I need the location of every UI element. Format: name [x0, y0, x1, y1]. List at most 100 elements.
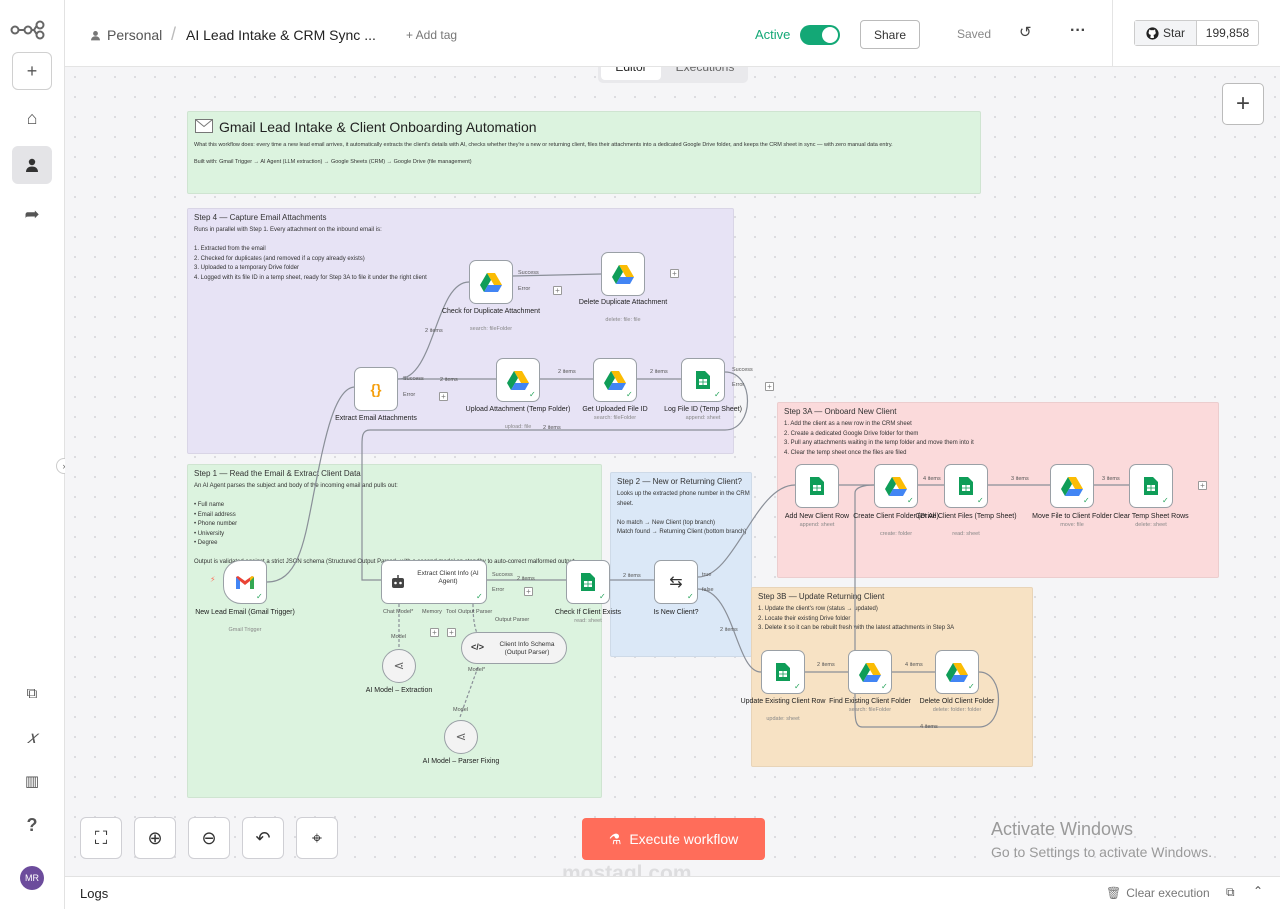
add-memory-plus[interactable]: + [430, 628, 439, 637]
edge-label-items: 2 items [558, 369, 576, 375]
edge-parser-model [459, 666, 479, 718]
edge-label-error: Error [518, 286, 531, 292]
home-icon[interactable]: ⌂ [26, 107, 38, 128]
clear-execution-button[interactable]: 🗑 Clear execution [1106, 886, 1210, 900]
node-move-file-sub: move: file [1060, 522, 1084, 528]
activate-windows-title: Activate Windows [991, 819, 1134, 839]
node-check-client-exists[interactable]: ✓ [566, 560, 610, 604]
node-get-all-client-files-label: Get All Client Files (Temp Sheet) [915, 513, 1017, 520]
node-move-file[interactable]: ✓ [1050, 464, 1094, 508]
zoom-in-icon[interactable]: ⊕ [134, 817, 176, 859]
node-upload-attachment[interactable]: ✓ [496, 358, 540, 402]
google-drive-icon [885, 477, 907, 496]
node-update-client-row-label: Update Existing Client Row [740, 698, 826, 705]
node-is-new-client[interactable]: ⇆ ✓ [654, 560, 698, 604]
share-arrow-icon[interactable]: ➦ [24, 203, 40, 224]
collapse-chevron-icon[interactable]: ⌃ [1253, 884, 1264, 898]
edge-label-false: false [702, 587, 714, 593]
help-icon[interactable]: ? [26, 814, 38, 835]
node-ai-agent[interactable]: Extract Client Info (AI Agent) ✓ [381, 560, 487, 604]
google-drive-icon [507, 371, 529, 390]
trigger-bolt-icon: ⚡ [210, 575, 216, 584]
add-connection-plus[interactable]: + [439, 392, 448, 401]
zoom-out-icon[interactable]: ⊖ [188, 817, 230, 859]
node-extract-attachments[interactable]: {} [354, 367, 398, 411]
edge-gmail-agent [266, 386, 356, 583]
node-ai-agent-label: Extract Client Info (AI Agent) [417, 570, 479, 585]
add-connection-plus[interactable]: + [553, 286, 562, 295]
node-delete-duplicate[interactable] [601, 252, 645, 296]
workspace-name[interactable]: Personal [107, 27, 163, 43]
node-clear-temp-sheet[interactable]: ✓ [1129, 464, 1173, 508]
node-model-extraction[interactable]: ⋖ [382, 649, 416, 683]
node-delete-duplicate-label: Delete Duplicate Attachment [578, 299, 668, 306]
envelope-icon [195, 119, 213, 133]
google-sheets-icon [776, 663, 790, 681]
node-move-file-label: Move File to Client Folder [1032, 513, 1112, 520]
insights-icon[interactable]: ▥ [24, 773, 40, 790]
more-options-icon[interactable]: ··· [1070, 22, 1086, 39]
node-add-client-row[interactable] [795, 464, 839, 508]
port-tool: Tool [446, 609, 457, 615]
add-connection-plus[interactable]: + [1198, 481, 1207, 490]
logs-bar[interactable]: Logs 🗑 Clear execution ⧉ ⌃ [65, 876, 1280, 909]
tab-executions[interactable]: Executions [666, 67, 744, 80]
edge-label-model: Model [453, 707, 468, 713]
add-tag-link[interactable]: + Add tag [406, 28, 458, 42]
sticky-step4[interactable]: Step 4 — Capture Email Attachments Runs … [187, 208, 734, 454]
n8n-logo[interactable] [10, 20, 52, 40]
clear-execution-label: Clear execution [1126, 886, 1210, 900]
workflow-canvas[interactable]: Editor Executions + Gmail Lead Intake & … [65, 67, 1280, 876]
fit-view-icon[interactable]: ⛶ [80, 817, 122, 859]
node-delete-client-folder[interactable]: ✓ [935, 650, 979, 694]
node-update-client-row[interactable]: ✓ [761, 650, 805, 694]
github-star-button[interactable]: Star 199,858 [1134, 20, 1259, 46]
templates-icon[interactable]: ⧉ [26, 684, 38, 702]
sticky-intro[interactable]: Gmail Lead Intake & Client Onboarding Au… [187, 111, 981, 194]
avatar[interactable]: MR [20, 866, 44, 890]
share-button[interactable]: Share [860, 20, 920, 49]
node-gmail-trigger[interactable]: ✓ [223, 560, 267, 604]
sticky-step1[interactable]: Step 1 — Read the Email & Extract Client… [187, 464, 602, 798]
add-connection-plus[interactable]: + [670, 269, 679, 278]
tidy-up-icon[interactable]: ⌖ [296, 817, 338, 859]
tab-editor[interactable]: Editor [601, 67, 661, 80]
history-icon[interactable]: ↺ [1019, 24, 1032, 41]
active-toggle[interactable] [800, 25, 840, 45]
port-output-parser: Output Parser [458, 609, 493, 615]
signpost-icon: ⇆ [669, 574, 683, 591]
github-star-count: 199,858 [1205, 26, 1250, 40]
workflow-title[interactable]: AI Lead Intake & CRM Sync ... [186, 27, 376, 43]
personal-icon[interactable] [12, 146, 52, 184]
node-log-file[interactable]: ✓ [681, 358, 725, 402]
execute-workflow-button[interactable]: ⚗ Execute workflow [582, 818, 765, 860]
view-tabs: Editor Executions [598, 67, 748, 83]
undo-icon[interactable]: ↶ [242, 817, 284, 859]
add-connection-plus[interactable]: + [765, 382, 774, 391]
google-drive-icon [480, 273, 502, 292]
node-upload-attachment-sub: upload: file [504, 424, 532, 430]
breadcrumb[interactable]: Personal [90, 27, 162, 43]
top-bar: Personal / AI Lead Intake & CRM Sync ...… [65, 0, 1280, 67]
add-node-button[interactable]: + [1222, 83, 1264, 125]
add-tool-plus[interactable]: + [447, 628, 456, 637]
popout-icon[interactable]: ⧉ [1226, 885, 1235, 899]
sticky-step2-title: Step 2 — New or Returning Client? [617, 477, 742, 486]
variables-icon[interactable]: 𝑥 [26, 726, 38, 747]
node-output-parser[interactable]: </> Client Info Schema (Output Parser) [461, 632, 567, 664]
logs-label[interactable]: Logs [80, 886, 109, 901]
edge-log-loop [361, 371, 748, 581]
node-check-duplicate[interactable] [469, 260, 513, 304]
node-find-client-folder[interactable]: ✓ [848, 650, 892, 694]
node-get-all-client-files[interactable]: ✓ [944, 464, 988, 508]
add-connection-plus[interactable]: + [524, 587, 533, 596]
add-icon[interactable]: + [12, 52, 52, 90]
execute-workflow-label: Execute workflow [629, 831, 739, 847]
edge-label-items: 3 items [1102, 476, 1120, 482]
node-add-client-row-sub: append: sheet [799, 522, 835, 528]
model-icon: ⋖ [455, 729, 467, 744]
node-model-parser[interactable]: ⋖ [444, 720, 478, 754]
node-get-uploaded-file[interactable]: ✓ [593, 358, 637, 402]
google-drive-icon [612, 265, 634, 284]
node-create-client-folder[interactable]: ✓ [874, 464, 918, 508]
